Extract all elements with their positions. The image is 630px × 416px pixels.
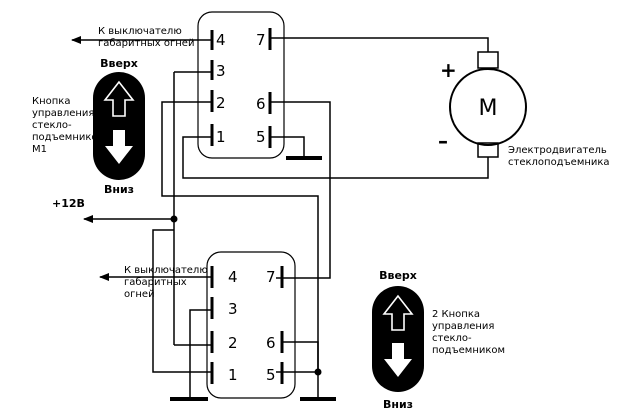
rocker-button-2: Вверх Вниз (372, 269, 424, 411)
supply-label: +12В (52, 197, 85, 210)
bottom-pin-5: 5 (266, 366, 276, 384)
top-pin-6: 6 (256, 95, 266, 113)
top-parking-label-2: габаритных огней (98, 38, 194, 49)
top-pin6-to-bottom-pin7 (270, 101, 331, 279)
bottom-pin3-ground-wire (189, 309, 212, 398)
bottom-parking-label-2: габаритных (124, 277, 187, 288)
button-2-label-1: 2 Кнопка (432, 309, 480, 320)
motor-brush-top (477, 51, 499, 69)
bottom-parking-label-3: огней (124, 289, 155, 300)
supply-to-bottom-pin1 (152, 229, 212, 373)
top-parking-label-1: К выключателю (98, 26, 182, 37)
button-2-label-4: подъемником (432, 345, 505, 356)
motor-to-top-pin1 (182, 136, 489, 179)
bottom-pin-1: 1 (228, 366, 238, 384)
top-pin-1: 1 (216, 128, 226, 146)
rocker-1-up-arrow-icon (103, 80, 135, 117)
button-1-label-2: управления (32, 108, 94, 119)
motor-label-1: Электродвигатель (508, 145, 607, 156)
motor-plus-sign: + (440, 58, 457, 82)
motor-circle (449, 68, 527, 146)
rocker-2-up-arrow-icon (382, 294, 414, 331)
top-pin2-to-bottom-pin5 (161, 101, 319, 373)
top-switch-housing (197, 11, 285, 159)
rocker-1-up-label: Вверх (100, 57, 138, 70)
motor-minus-sign: – (438, 129, 448, 153)
bottom-switch-housing (206, 251, 296, 399)
top-pin-5: 5 (256, 128, 266, 146)
button-1-label-5: М1 (32, 144, 47, 155)
top-pin-7: 7 (256, 31, 266, 49)
bottom-switch-block: 4 3 2 1 7 6 5 (206, 251, 296, 399)
bottom-pin-4: 4 (228, 268, 238, 286)
rocker-2-up-label: Вверх (379, 269, 417, 282)
top-pin-2: 2 (216, 94, 226, 112)
button-2-label-3: стекло- (432, 333, 472, 344)
supply-junction (170, 215, 178, 223)
top-pin-3: 3 (216, 62, 226, 80)
button-1-label-3: стекло- (32, 120, 72, 131)
rocker-1-down-arrow-icon (105, 130, 133, 164)
bottom-parking-label-1: К выключателю (124, 265, 208, 276)
bottom-pin-3: 3 (228, 300, 238, 318)
motor-label-2: стеклоподъемника (508, 157, 610, 168)
button-1-label-4: подъемником (32, 132, 105, 143)
button-1-label-1: Кнопка (32, 96, 70, 107)
top-pin5-ground-wire (270, 136, 305, 157)
bottom-ground-junction (314, 368, 322, 376)
bottom-pin-2: 2 (228, 334, 238, 352)
top-switch-block: 4 3 2 1 7 6 5 (197, 11, 285, 159)
button-2-label-2: управления (432, 321, 494, 332)
rocker-2-down-label: Вниз (383, 398, 413, 411)
top-pin7-to-motor (270, 37, 489, 52)
motor: M + – Электродвигатель стеклоподъемника (438, 51, 610, 168)
rocker-2-down-arrow-icon (384, 343, 412, 377)
top-pin-4: 4 (216, 31, 226, 49)
motor-letter: M (479, 96, 498, 121)
bottom-pin6-ground-wire (282, 341, 319, 398)
rocker-1-down-label: Вниз (104, 183, 134, 196)
rocker-button-1: Вверх Вниз (93, 57, 145, 196)
bottom-pin-6: 6 (266, 334, 276, 352)
bottom-pin-7: 7 (266, 268, 276, 286)
